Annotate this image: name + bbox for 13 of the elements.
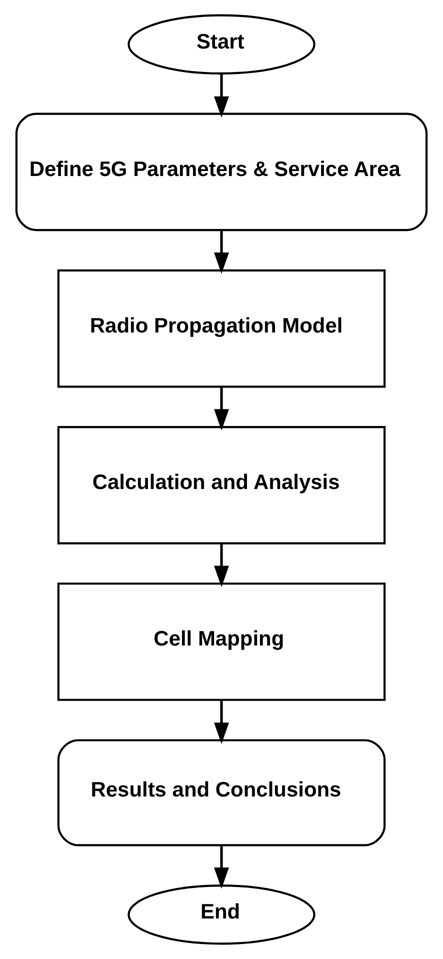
node-ellipse: End xyxy=(128,884,316,945)
node-box: Calculation and Analysis xyxy=(57,426,386,544)
arrow xyxy=(214,543,229,588)
arrow xyxy=(214,386,229,430)
node-box: Results and Conclusions xyxy=(57,739,386,846)
arrow xyxy=(214,74,229,118)
node-box: Define 5G Parameters & Service Area xyxy=(15,112,428,232)
node-box: Cell Mapping xyxy=(57,582,386,701)
node-box: Radio Propagation Model xyxy=(57,269,386,388)
arrow xyxy=(214,845,229,889)
node-ellipse: Start xyxy=(128,14,316,74)
arrow xyxy=(214,230,229,274)
arrow xyxy=(214,700,229,744)
